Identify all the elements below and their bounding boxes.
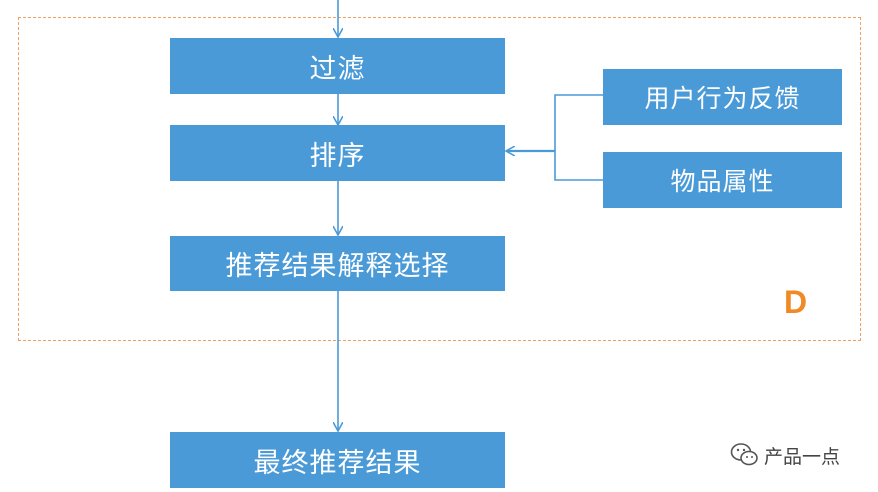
user-feedback-node: 用户行为反馈: [603, 69, 842, 125]
user-feedback-label: 用户行为反馈: [644, 84, 801, 113]
region-d-border: [18, 17, 861, 341]
explain-label: 推荐结果解释选择: [225, 251, 450, 282]
rank-node: 排序: [170, 125, 505, 181]
final-result-node: 最终推荐结果: [170, 432, 505, 488]
explain-node: 推荐结果解释选择: [170, 236, 505, 291]
watermark-text: 产品一点: [764, 445, 841, 468]
rank-label: 排序: [309, 140, 366, 172]
watermark: 产品一点: [730, 440, 840, 470]
item-attribute-node: 物品属性: [603, 152, 842, 208]
item-attribute-label: 物品属性: [670, 167, 775, 196]
bracket-inputs: [554, 94, 603, 181]
filter-node: 过滤: [170, 38, 505, 94]
wechat-icon: [730, 443, 758, 466]
final-result-label: 最终推荐结果: [253, 447, 422, 479]
region-label: D: [784, 284, 808, 320]
filter-label: 过滤: [309, 53, 366, 85]
